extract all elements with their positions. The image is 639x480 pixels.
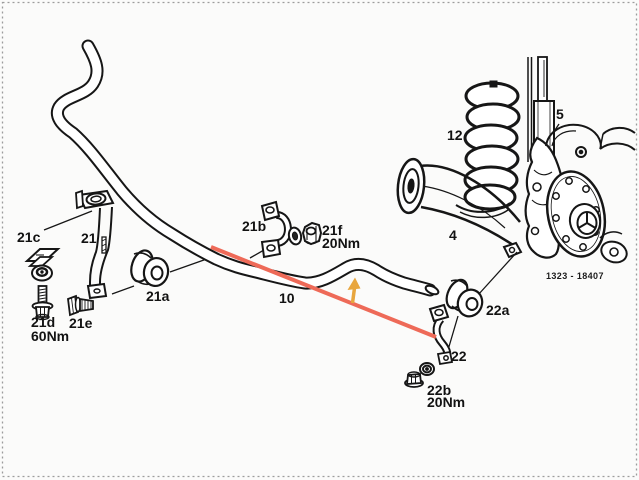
stabilizer-bar	[50, 39, 440, 297]
stabilizer-bracket-21	[75, 189, 115, 300]
label-10: 10	[279, 290, 295, 306]
label-21d: 21d	[31, 314, 56, 330]
nut-22b	[404, 371, 424, 388]
label-21f: 21f	[322, 222, 343, 238]
spring-end-cut	[489, 80, 498, 88]
stabilizer-link-mount	[502, 241, 523, 259]
highlight-line	[210, 245, 437, 339]
bolt-21d	[31, 285, 54, 321]
label-21: 21	[81, 230, 97, 246]
label-22a: 22a	[486, 302, 510, 318]
coil-spring	[463, 80, 521, 211]
brake-caliper-top	[545, 123, 602, 158]
upper-control-arm	[396, 157, 521, 249]
bushing-21a	[130, 249, 170, 288]
label-21b: 21b	[242, 218, 267, 234]
pointer-arrow	[347, 277, 361, 304]
wheel-hub	[545, 170, 607, 258]
spring-clip-21c	[24, 248, 61, 267]
label-22b: 22b	[427, 382, 452, 398]
washer-21f	[287, 226, 303, 246]
bushing-22a	[445, 278, 484, 318]
steering-arm-fragments	[599, 126, 636, 264]
pointer-arrow-head	[347, 277, 361, 290]
label-12: 12	[447, 127, 463, 143]
label-21f-torque: 20Nm	[322, 235, 361, 251]
label-21a: 21a	[146, 288, 170, 304]
washer-22b	[419, 362, 435, 376]
nut-21f	[301, 221, 323, 246]
label-21c: 21c	[17, 229, 41, 245]
saddle-bracket-21b	[260, 200, 292, 259]
bolt-21e	[67, 294, 94, 317]
label-22: 22	[451, 348, 467, 364]
link-bracket-22	[428, 303, 454, 366]
diagram-number: 1323 - 18407	[546, 271, 604, 281]
mercedes-star-icon	[577, 212, 597, 229]
label-4: 4	[449, 227, 457, 243]
label-21d-torque: 60Nm	[31, 328, 70, 344]
label-21e: 21e	[69, 315, 93, 331]
label-22b-torque: 20Nm	[427, 394, 466, 410]
pointer-arrow-shaft	[350, 287, 357, 304]
label-5: 5	[556, 106, 564, 122]
washer-21d	[31, 264, 53, 282]
bar-end-cap	[424, 284, 440, 296]
